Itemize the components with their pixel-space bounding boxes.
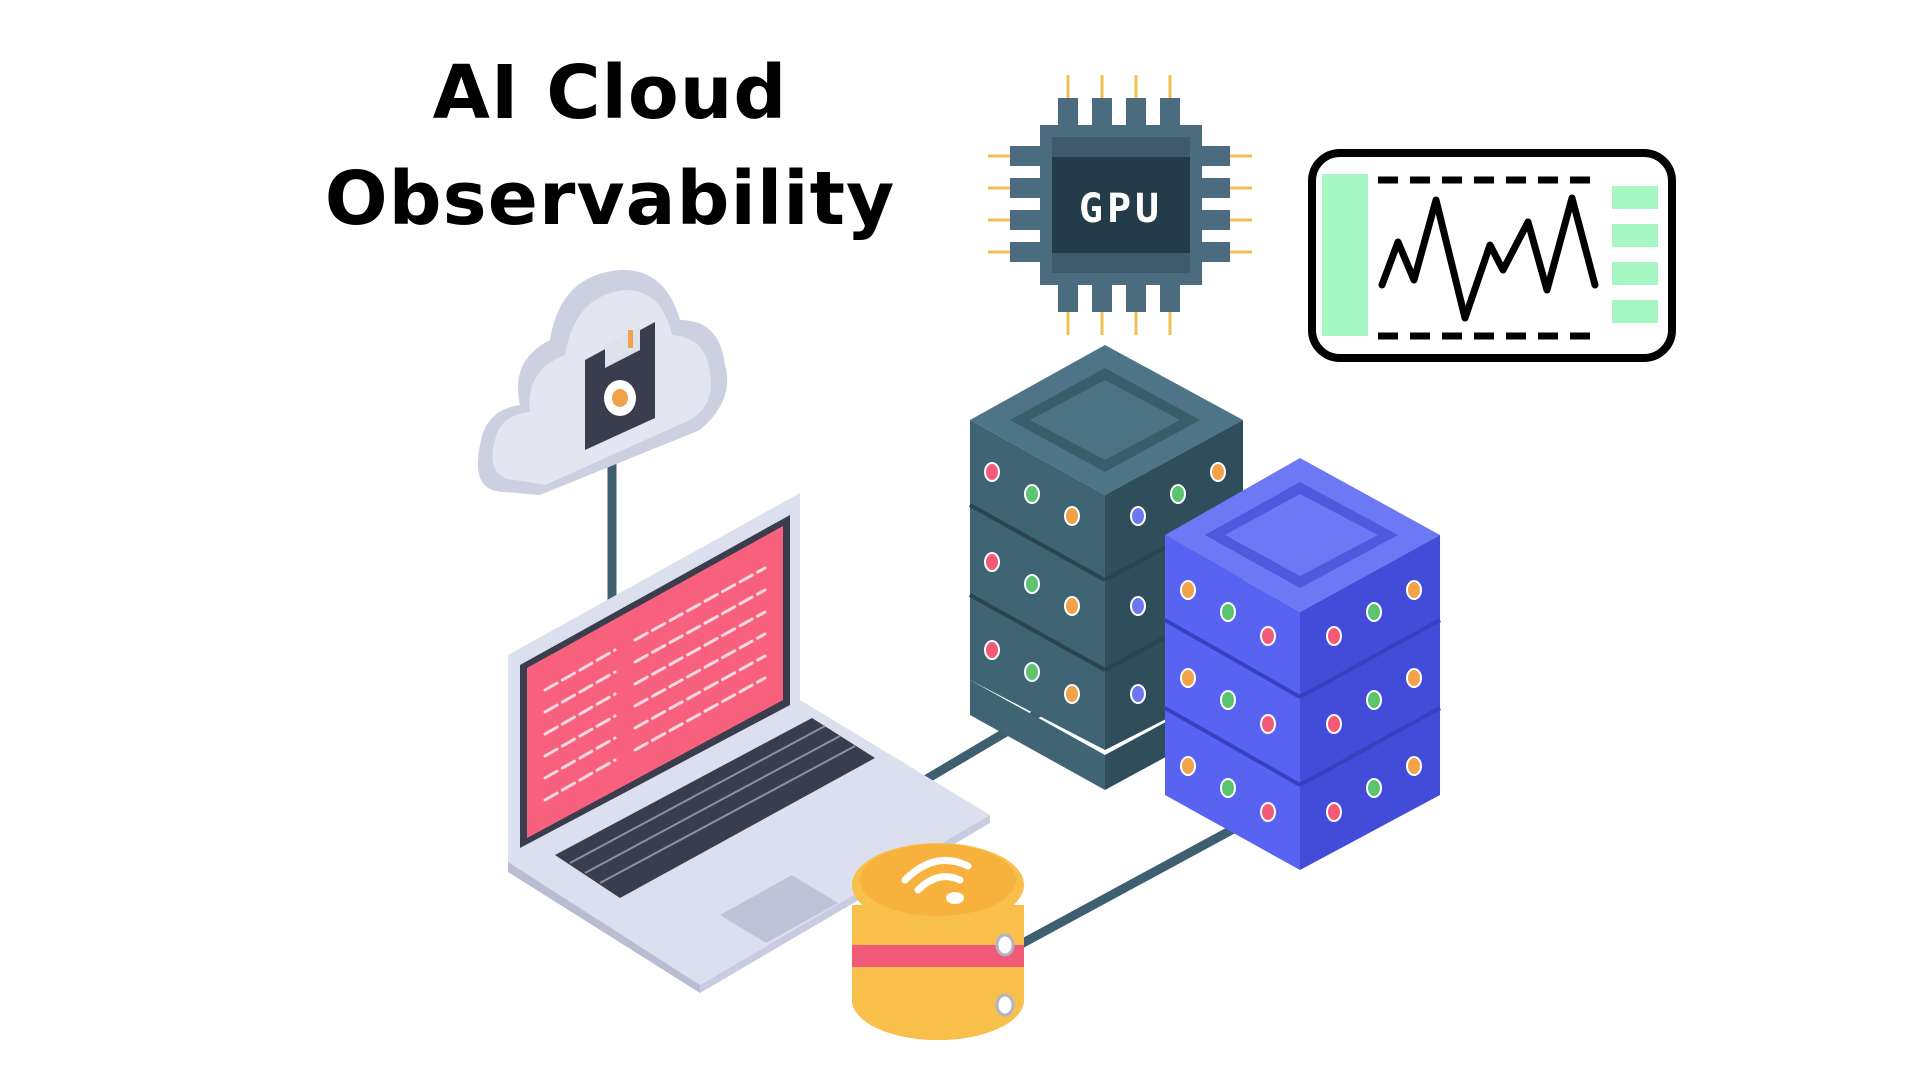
gpu-label: GPU	[1079, 186, 1163, 232]
monitor-graph-icon	[1308, 149, 1676, 362]
title-line-2: Observability	[324, 156, 896, 242]
page-title: AI Cloud Observability	[250, 40, 970, 252]
title-line-1: AI Cloud	[432, 50, 788, 136]
server-rack-blue-icon	[1164, 458, 1441, 870]
gpu-chip-icon: GPU	[988, 75, 1252, 335]
cloud-storage-icon	[477, 269, 728, 495]
database-wifi-icon	[852, 843, 1024, 1040]
server-rack-dark-icon	[969, 345, 1244, 790]
waveform-line	[1378, 194, 1599, 322]
